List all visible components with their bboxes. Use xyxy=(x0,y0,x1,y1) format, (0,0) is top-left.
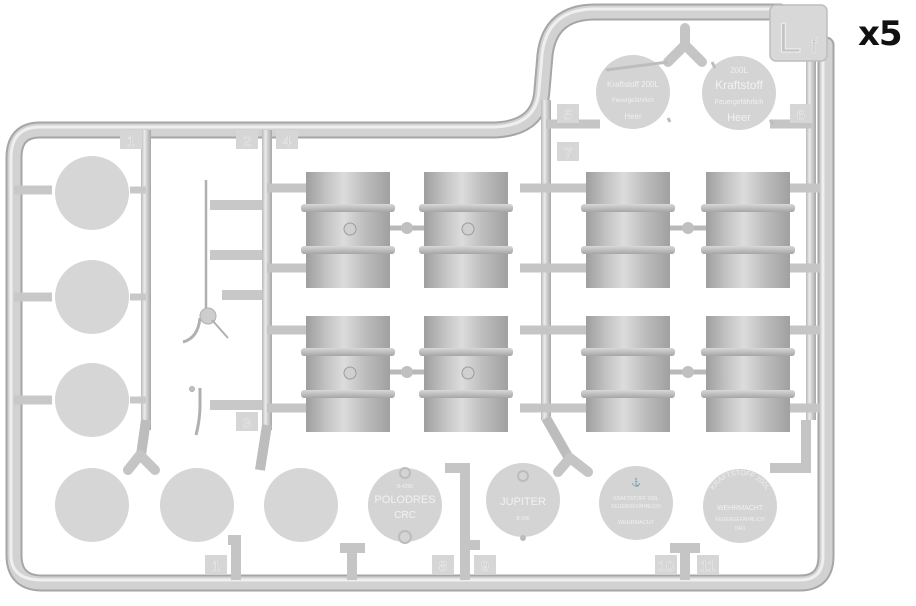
fuel-drums xyxy=(301,172,795,432)
svg-text:Heer: Heer xyxy=(727,112,751,124)
svg-text:200L: 200L xyxy=(730,66,748,75)
sprue-letter-plate: L f xyxy=(769,4,828,62)
fuel-drum xyxy=(301,172,395,288)
part-number-tag: 10 xyxy=(655,555,677,575)
part-number-tag: 1 xyxy=(120,130,142,150)
part-number: 4 xyxy=(283,133,291,150)
svg-text:B-296: B-296 xyxy=(516,516,530,522)
svg-text:WEHRMACHT: WEHRMACHT xyxy=(618,520,655,526)
svg-text:Heer: Heer xyxy=(624,112,642,121)
part-number-tag: 3 xyxy=(236,412,258,432)
part-number-tag: 2 xyxy=(236,130,258,150)
part-number: 1 xyxy=(127,133,135,150)
decal-bottom-1: B-4296 POLODRES CRC xyxy=(368,467,442,544)
svg-text:Kraftstoff: Kraftstoff xyxy=(715,78,763,92)
part-number-tag: 4 xyxy=(276,130,298,150)
part-number: 1 xyxy=(212,558,220,575)
round-plate xyxy=(55,156,129,230)
svg-text:WEHRMACHT: WEHRMACHT xyxy=(717,505,764,512)
part-number: 5 xyxy=(564,107,572,124)
svg-text:FEUERGEFÄHRLICH: FEUERGEFÄHRLICH xyxy=(715,516,765,523)
fuel-drum xyxy=(701,172,795,288)
svg-text:⚓: ⚓ xyxy=(631,477,641,487)
part-number-tag: 7 xyxy=(557,142,579,162)
decal-bottom-3: ⚓ KRAFTSTOFF 200L FEUERGEFÄHRLICH WEHRMA… xyxy=(599,466,673,540)
part-number: 8 xyxy=(439,558,447,575)
part-number-tag: 1 xyxy=(205,555,227,575)
decal-bottom-2: JUPITER B-296 xyxy=(486,463,560,541)
round-plate xyxy=(55,468,129,542)
svg-text:B-4296: B-4296 xyxy=(397,484,413,490)
part-number-tag: 8 xyxy=(432,555,454,575)
round-plate xyxy=(55,363,129,437)
round-plate xyxy=(55,260,129,334)
round-plates xyxy=(55,156,338,542)
part-number: 11 xyxy=(700,558,716,575)
decal-top-left: Kraftstoff 200L Feuergefährlich Heer xyxy=(596,55,670,129)
inner-runners xyxy=(14,23,820,580)
svg-text:POLODRES: POLODRES xyxy=(374,494,435,506)
sprue-sub-letter: f xyxy=(811,33,818,58)
part-number-tag: 6 xyxy=(790,104,812,124)
svg-text:Feuergefährlich: Feuergefährlich xyxy=(715,99,764,106)
hand-pump-part xyxy=(182,180,229,436)
svg-text:JUPITER: JUPITER xyxy=(500,496,546,508)
part-number: 3 xyxy=(243,415,251,432)
runner-frame xyxy=(5,3,835,592)
svg-text:CRC: CRC xyxy=(394,510,416,521)
svg-text:1941: 1941 xyxy=(734,526,745,532)
quantity-label: x5 xyxy=(858,14,903,54)
part-number-tag: 5 xyxy=(557,104,579,124)
fuel-drum xyxy=(301,316,395,432)
decal-bottom-4: KRAFTSTOFF 200L WEHRMACHT FEUERGEFÄHRLIC… xyxy=(703,469,777,543)
round-plate xyxy=(160,468,234,542)
svg-text:KRAFTSTOFF 200L: KRAFTSTOFF 200L xyxy=(613,496,658,502)
part-number: 10 xyxy=(658,558,675,575)
fuel-drum xyxy=(581,316,675,432)
part-number-tags: 1 2 4 5 7 6 3 1 8 9 10 11 xyxy=(120,104,812,575)
svg-text:FEUERGEFÄHRLICH: FEUERGEFÄHRLICH xyxy=(611,503,661,510)
sprue-letter: L xyxy=(778,14,801,61)
fuel-drum xyxy=(581,172,675,288)
fuel-drum xyxy=(419,316,513,432)
part-number-tag: 11 xyxy=(697,555,719,575)
part-number: 2 xyxy=(243,133,251,150)
svg-text:Feuergefährlich: Feuergefährlich xyxy=(612,98,654,104)
part-number-tag: 9 xyxy=(474,555,496,575)
marking-discs: Kraftstoff 200L Feuergefährlich Heer 200… xyxy=(368,55,777,544)
round-plate xyxy=(264,468,338,542)
part-number: 7 xyxy=(564,145,572,162)
fuel-drum xyxy=(701,316,795,432)
part-number: 6 xyxy=(797,107,805,124)
decal-top-right: 200L Kraftstoff Feuergefährlich Heer xyxy=(702,56,776,130)
svg-text:Kraftstoff 200L: Kraftstoff 200L xyxy=(607,80,659,89)
fuel-drum xyxy=(419,172,513,288)
part-number: 9 xyxy=(481,558,489,575)
